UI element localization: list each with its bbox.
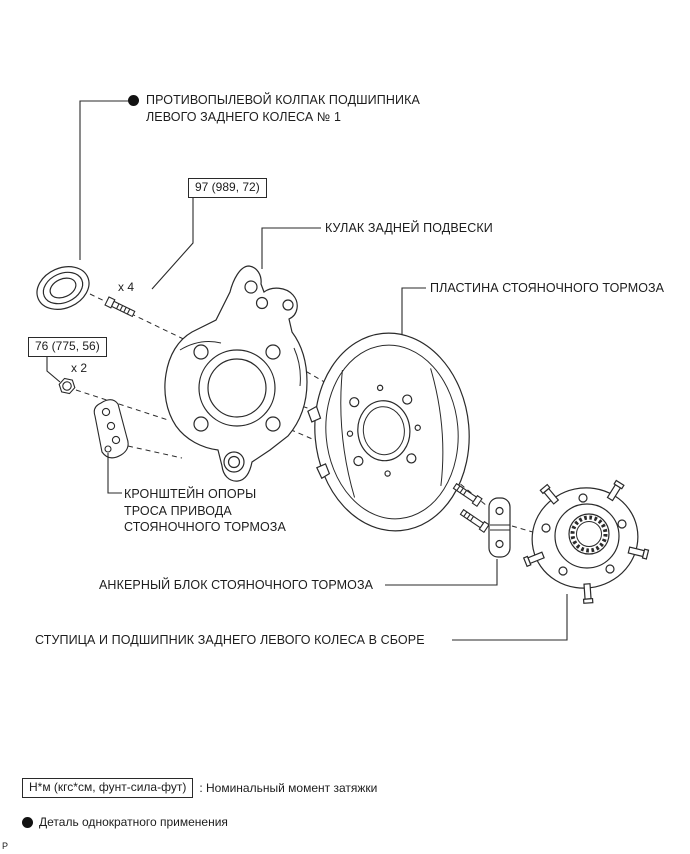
leader-torque-knuckle-bolts bbox=[151, 197, 194, 290]
page-marker: P bbox=[2, 841, 9, 851]
bolt-quantity-label: x 4 bbox=[118, 280, 135, 294]
callout-knuckle: КУЛАК ЗАДНЕЙ ПОДВЕСКИ bbox=[325, 220, 493, 237]
part-knuckle bbox=[164, 265, 308, 482]
torque-unit-box: Н*м (кгс*см, фунт-сила-фут) bbox=[22, 778, 194, 798]
leader-lines bbox=[46, 100, 568, 641]
leader-brake-plate bbox=[401, 287, 426, 335]
single-use-marker-icon bbox=[22, 817, 33, 828]
leader-anchor-block bbox=[385, 559, 498, 586]
legend-torque: Н*м (кгс*см, фунт-сила-фут) : Номинальны… bbox=[22, 778, 377, 798]
callout-brake-plate: ПЛАСТИНА СТОЯНОЧНОГО ТОРМОЗА bbox=[430, 280, 664, 297]
leader-dust-cap bbox=[79, 100, 128, 260]
leader-hub-bearing bbox=[452, 594, 568, 641]
part-knuckle-bolt bbox=[104, 296, 136, 318]
torque-spec-knuckle-bolts: 97 (989, 72) bbox=[188, 178, 267, 198]
leader-torque-bracket-nuts bbox=[46, 357, 61, 383]
nut-quantity-label: x 2 bbox=[71, 361, 88, 375]
leader-knuckle bbox=[261, 227, 321, 269]
part-bracket-nut bbox=[58, 377, 76, 395]
callout-hub-bearing: СТУПИЦА И ПОДШИПНИК ЗАДНЕГО ЛЕВОГО КОЛЕС… bbox=[35, 632, 425, 649]
cable-bracket-label: КРОНШТЕЙН ОПОРЫ ТРОСА ПРИВОДА СТОЯНОЧНОГ… bbox=[124, 487, 286, 534]
part-anchor-block bbox=[488, 497, 511, 558]
part-hub-bearing bbox=[522, 479, 650, 604]
single-use-marker-icon bbox=[128, 95, 139, 106]
hub-bearing-label: СТУПИЦА И ПОДШИПНИК ЗАДНЕГО ЛЕВОГО КОЛЕС… bbox=[35, 633, 425, 647]
brake-plate-label: ПЛАСТИНА СТОЯНОЧНОГО ТОРМОЗА bbox=[430, 281, 665, 295]
leader-cable-bracket bbox=[107, 453, 122, 494]
callout-dust-cap: ПРОТИВОПЫЛЕВОЙ КОЛПАК ПОДШИПНИКА ЛЕВОГО … bbox=[128, 92, 420, 125]
callout-anchor-block: АНКЕРНЫЙ БЛОК СТОЯНОЧНОГО ТОРМОЗА bbox=[99, 577, 373, 594]
anchor-block-label: АНКЕРНЫЙ БЛОК СТОЯНОЧНОГО ТОРМОЗА bbox=[99, 578, 374, 592]
torque-meaning-label: : Номинальный момент затяжки bbox=[199, 780, 378, 795]
single-use-meaning-label: Деталь однократного применения bbox=[39, 815, 228, 829]
callout-cable-bracket: КРОНШТЕЙН ОПОРЫ ТРОСА ПРИВОДА СТОЯНОЧНОГ… bbox=[124, 486, 286, 536]
part-brake-plate bbox=[307, 332, 470, 532]
legend-single-use: Деталь однократного применения bbox=[22, 815, 228, 830]
dust-cap-label: ПРОТИВОПЫЛЕВОЙ КОЛПАК ПОДШИПНИКА ЛЕВОГО … bbox=[146, 93, 420, 124]
part-anchor-studs bbox=[452, 482, 490, 533]
part-dust-cap bbox=[36, 266, 90, 310]
knuckle-label: КУЛАК ЗАДНЕЙ ПОДВЕСКИ bbox=[325, 221, 493, 235]
part-cable-bracket bbox=[93, 399, 129, 459]
torque-spec-bracket-nuts: 76 (775, 56) bbox=[28, 337, 107, 357]
